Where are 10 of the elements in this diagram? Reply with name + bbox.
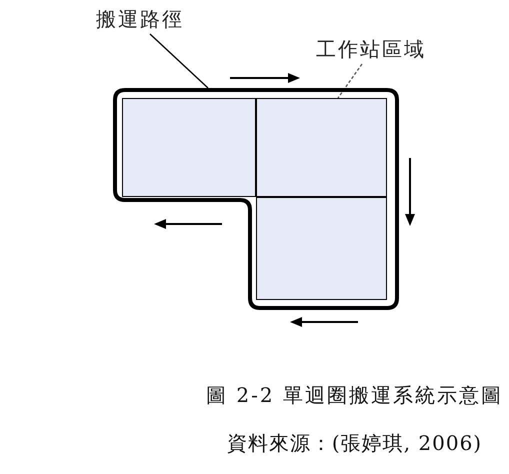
transport-path-loop	[113, 88, 399, 310]
source-note: 資料來源：(張婷琪, 2006)	[226, 430, 482, 457]
workstation-cell	[122, 98, 256, 197]
workstation-cell	[256, 197, 387, 300]
leader-line	[150, 34, 208, 88]
callout-label: 工作站區域	[316, 39, 426, 59]
callout-label: 搬運路徑	[96, 9, 184, 29]
workstation-cell	[256, 98, 387, 197]
figure-caption: 圖 2-2 單迴圈搬運系統示意圖	[205, 382, 503, 409]
leader-line	[337, 64, 363, 98]
